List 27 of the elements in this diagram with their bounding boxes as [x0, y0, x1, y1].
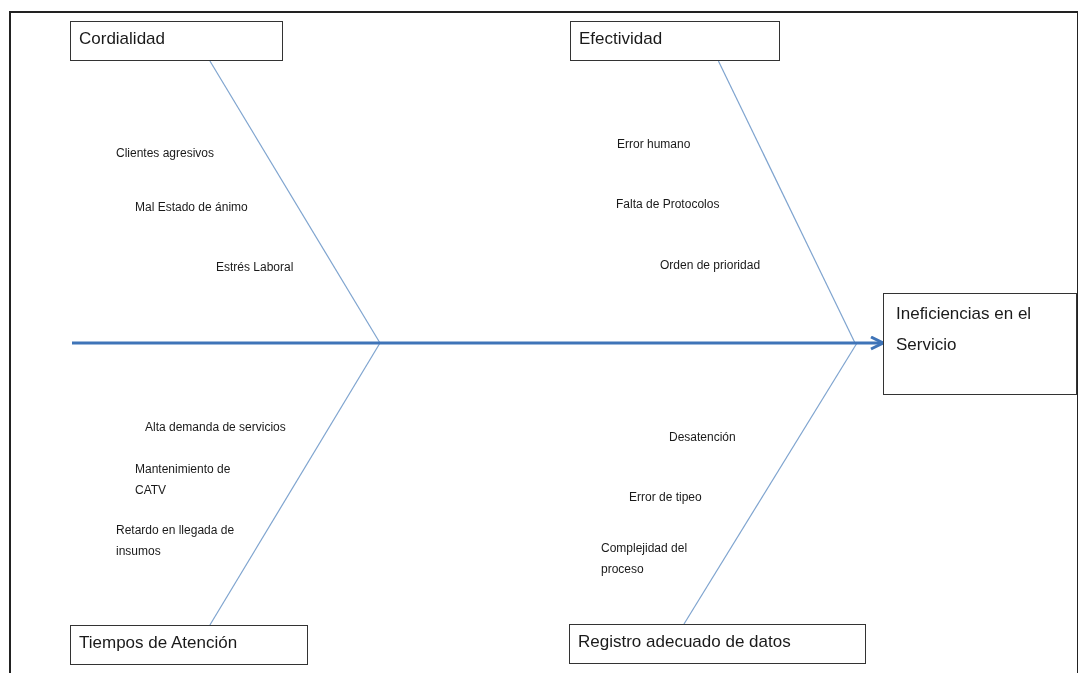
cause-label: Retardo en llegada de insumos — [116, 522, 236, 560]
cause-label: Desatención — [669, 429, 737, 446]
effect-box — [883, 293, 1077, 395]
category-box — [70, 21, 283, 61]
node-text: Ineficiencias en el Servicio — [896, 303, 1033, 356]
cause-label: Complejidad del proceso — [601, 540, 689, 578]
cause-label: Mantenimiento de CATV — [135, 461, 232, 499]
cause-label: Error humano — [617, 136, 692, 153]
category-box — [70, 625, 308, 665]
cause-label: Falta de Protocolos — [616, 196, 721, 213]
node-text: Cordialidad — [79, 28, 166, 50]
cause-label: Clientes agresivos — [116, 145, 216, 162]
category-box — [569, 624, 866, 664]
node-text: Tiempos de Atención — [79, 632, 239, 654]
bone-line — [683, 342, 858, 625]
category-box — [570, 21, 780, 61]
cause-label: Orden de prioridad — [660, 257, 762, 274]
bone-line — [717, 60, 856, 344]
cause-label: Estrés Laboral — [216, 259, 295, 276]
bone-line — [209, 60, 381, 344]
node-text: Registro adecuado de datos — [578, 631, 792, 653]
bone-line — [209, 342, 381, 626]
node-text: Efectividad — [579, 28, 664, 50]
spine-arrow — [72, 335, 885, 351]
cause-label: Mal Estado de ánimo — [135, 199, 249, 216]
cause-label: Alta demanda de servicios — [145, 419, 287, 436]
cause-label: Error de tipeo — [629, 489, 703, 506]
